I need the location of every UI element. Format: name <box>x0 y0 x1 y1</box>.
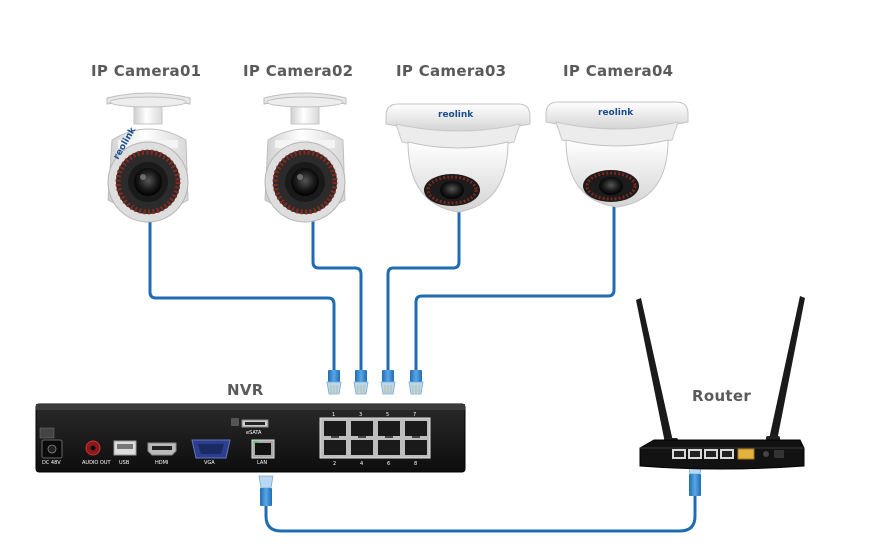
camera04: reolink <box>545 101 689 208</box>
plug-port7 <box>408 370 424 395</box>
cable-router <box>264 494 697 533</box>
lan-port: LAN <box>251 439 275 466</box>
router-antenna-right <box>768 296 805 446</box>
camera02-label: IP Camera02 <box>243 62 354 80</box>
vga-label: VGA <box>204 460 215 466</box>
usb-label: USB <box>119 460 130 466</box>
cable-camera03 <box>386 211 461 374</box>
plug-port5 <box>380 370 396 395</box>
port-number-5: 5 <box>386 412 389 418</box>
port-number-7: 7 <box>413 412 416 418</box>
camera04-brand: reolink <box>598 108 634 118</box>
nvr-label: NVR <box>227 381 264 399</box>
dc-label: DC 48V <box>42 460 61 466</box>
port-number-3: 3 <box>359 412 362 418</box>
router-wan-port <box>737 448 755 460</box>
port-number-8: 8 <box>414 461 417 467</box>
plug-port3 <box>353 370 369 395</box>
router-device <box>636 296 805 470</box>
audio-label: AUDIO OUT <box>82 460 112 466</box>
esata-label: eSATA <box>246 430 262 436</box>
hdmi-port: HDMI <box>147 442 177 466</box>
usb-port: USB <box>113 440 137 466</box>
router-antenna-left <box>636 298 674 448</box>
esata-port: eSATA <box>231 418 269 436</box>
camera04-label: IP Camera04 <box>563 62 674 80</box>
cable-camera02 <box>311 220 363 374</box>
port-number-4: 4 <box>360 461 363 467</box>
vga-port: VGA <box>191 439 231 466</box>
port-number-6: 6 <box>387 461 390 467</box>
router-lan-ports <box>672 449 734 459</box>
plug-nvr-lan <box>258 475 274 506</box>
lan-label: LAN <box>257 460 267 466</box>
dc-power-port: DC 48V <box>39 427 63 466</box>
camera01: reolink <box>106 92 191 223</box>
cable-camera04 <box>414 203 616 374</box>
port-number-2: 2 <box>333 461 336 467</box>
camera03-label: IP Camera03 <box>396 62 507 80</box>
camera03-brand: reolink <box>438 110 474 120</box>
poe-port-block: 1 3 5 7 2 4 6 8 <box>319 412 431 467</box>
audio-out-port: AUDIO OUT <box>82 440 112 466</box>
camera02 <box>263 92 347 223</box>
port-number-1: 1 <box>332 412 335 418</box>
cable-camera01 <box>148 220 336 374</box>
nvr-device: DC 48V AUDIO OUT USB HDMI VGA <box>35 403 466 473</box>
plug-port1 <box>326 370 342 395</box>
router-label: Router <box>692 387 752 405</box>
hdmi-label: HDMI <box>155 460 168 466</box>
camera01-label: IP Camera01 <box>91 62 202 80</box>
camera03: reolink <box>385 103 531 213</box>
ethernet-cables <box>148 203 697 533</box>
